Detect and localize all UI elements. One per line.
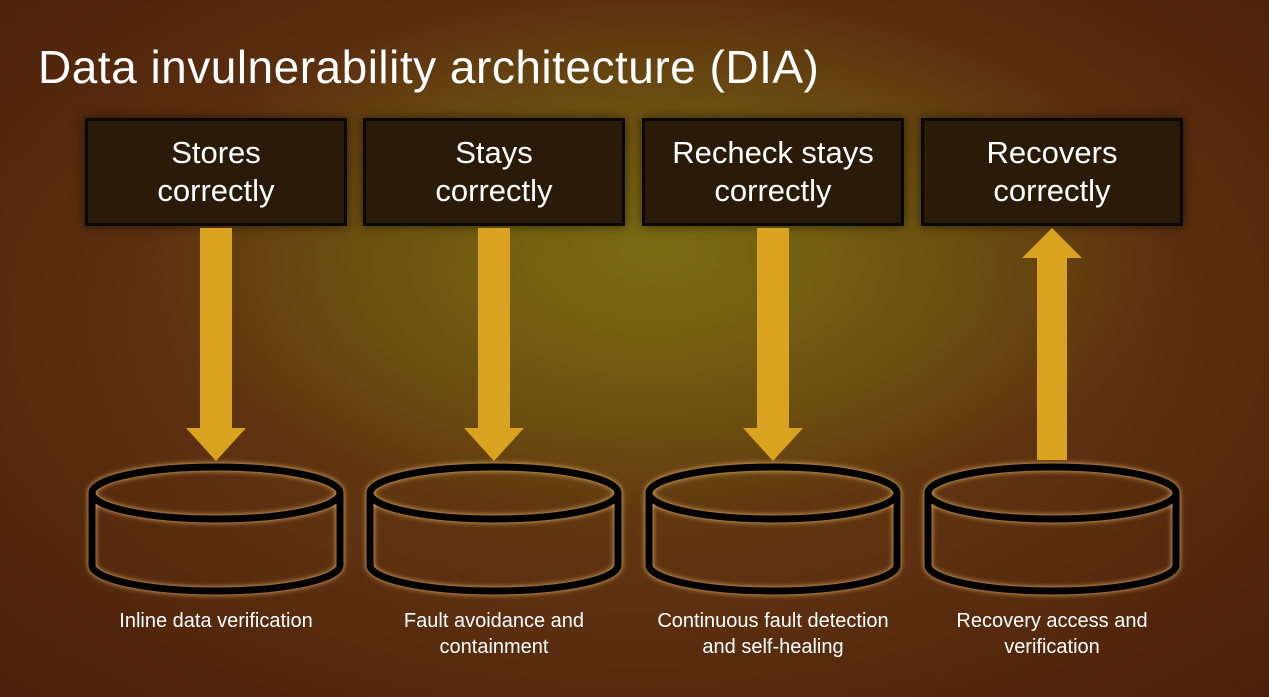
arrow-down-icon — [743, 228, 803, 461]
column-stays-correctly: Stays correctly Fault avoidance and cont… — [363, 0, 625, 697]
stage-box-line-2: correctly — [714, 173, 832, 208]
stage-caption-line-2: verification — [1004, 636, 1100, 658]
stage-caption-line-1: Inline data verification — [119, 610, 313, 632]
stage-caption-line-1: Continuous fault detection — [657, 610, 889, 632]
stage-box-line-1: Stays — [455, 135, 533, 170]
stage-caption-line-2: and self-healing — [702, 636, 844, 658]
stage-box-line-1: Recheck stays — [672, 135, 874, 170]
page-title: Data invulnerability architecture (DIA) — [38, 41, 820, 93]
storage-cylinder-icon — [924, 463, 1180, 595]
stage-caption-line-2: containment — [439, 636, 549, 658]
stage-box-line-1: Recovers — [986, 135, 1118, 170]
stage-box-line-2: correctly — [157, 173, 275, 208]
arrow-down-icon — [464, 228, 524, 461]
stage-box: Recheck stays correctly — [642, 118, 904, 226]
stage-caption: Recovery access and verification — [881, 608, 1223, 660]
stage-caption: Continuous fault detection and self-heal… — [602, 608, 944, 660]
stage-box-line-2: correctly — [435, 173, 553, 208]
stage-box: Stores correctly — [85, 118, 347, 226]
stage-caption: Inline data verification — [45, 608, 387, 634]
arrow-up-icon — [1022, 228, 1082, 460]
stage-box: Stays correctly — [363, 118, 625, 226]
column-recheck-stays-correctly: Recheck stays correctly Continuous fault… — [642, 0, 904, 697]
arrow-down-icon — [186, 228, 246, 461]
storage-cylinder-icon — [88, 463, 344, 595]
stage-caption-line-1: Fault avoidance and — [403, 610, 585, 632]
stage-box: Recovers correctly — [921, 118, 1183, 226]
column-stores-correctly: Stores correctly Inline data verificatio… — [85, 0, 347, 697]
stage-box-line-1: Stores — [171, 135, 261, 170]
stage-caption: Fault avoidance and containment — [323, 608, 665, 660]
storage-cylinder-icon — [366, 463, 622, 595]
column-recovers-correctly: Recovers correctly Recovery access and v… — [921, 0, 1183, 697]
stage-box-line-2: correctly — [993, 173, 1111, 208]
stage-caption-line-1: Recovery access and — [956, 610, 1148, 632]
storage-cylinder-icon — [645, 463, 901, 595]
